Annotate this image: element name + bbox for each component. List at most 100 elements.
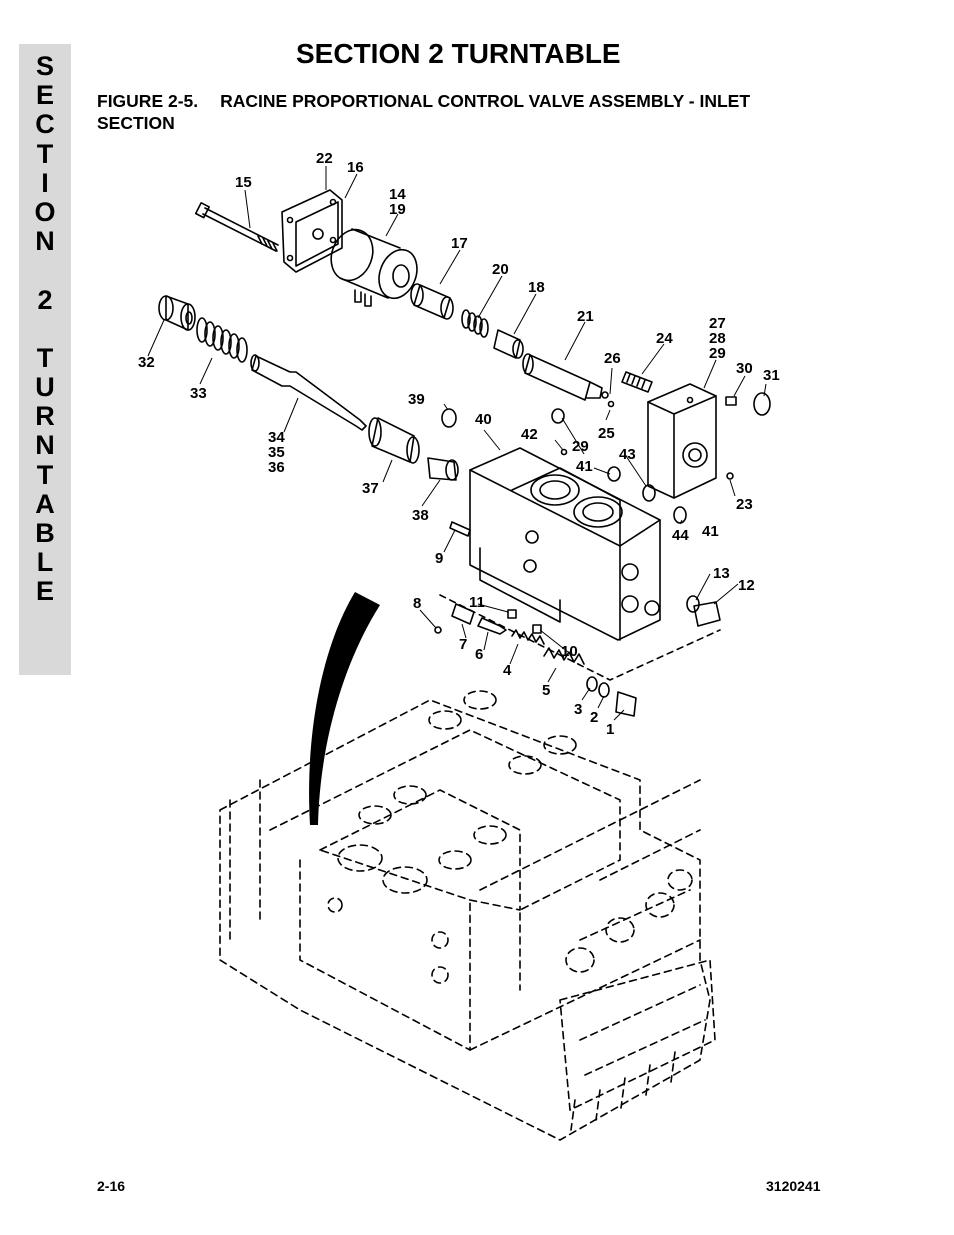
valve-stack-outline — [219, 690, 716, 1141]
side-tab-letter: N — [35, 430, 55, 461]
callout-label: 44 — [672, 527, 689, 544]
part-spring-4 — [511, 629, 545, 645]
detail-pointer-wedge — [309, 592, 380, 825]
callout-label: 35 — [268, 444, 285, 461]
side-tab-letter: A — [35, 488, 55, 519]
part-plug-12 — [693, 601, 721, 627]
callout-label: 4 — [503, 662, 512, 679]
callout-label: 25 — [598, 425, 615, 442]
callout-label: 15 — [235, 174, 252, 191]
callout-label: 20 — [492, 261, 509, 278]
callout-label: 17 — [451, 235, 468, 252]
callout-label: 27 — [709, 315, 726, 332]
side-tab-letter: O — [34, 196, 56, 227]
callout-label: 31 — [763, 367, 780, 384]
part-spring-20 — [461, 309, 489, 338]
part-ball-25 — [607, 400, 615, 408]
figure-caption: FIGURE 2-5.RACINE PROPORTIONAL CONTROL V… — [97, 90, 817, 134]
part-seat-10 — [532, 624, 542, 634]
callout-label: 9 — [435, 550, 443, 567]
callout-label: 19 — [389, 201, 406, 218]
callout-label: 41 — [576, 458, 593, 475]
callout-label: 12 — [738, 577, 755, 594]
part-oring-41 — [607, 466, 621, 482]
side-tab-letter: L — [36, 547, 54, 578]
document-number: 3120241 — [766, 1178, 821, 1194]
part-oring-39 — [441, 408, 457, 428]
callout-label: 38 — [412, 507, 429, 524]
side-tab-letter: C — [35, 109, 55, 140]
callout-label: 36 — [268, 459, 285, 476]
callout-label: 32 — [138, 354, 155, 371]
part-spring-33 — [196, 317, 248, 363]
part-plug-30 — [725, 396, 737, 406]
side-tab-letter: S — [35, 51, 54, 81]
part-plug-1 — [615, 691, 637, 717]
part-oring-13 — [686, 595, 700, 613]
callout-label: 23 — [736, 496, 753, 513]
part-inlet-body-40 — [469, 447, 661, 641]
page-title: SECTION 2 TURNTABLE — [296, 38, 621, 69]
callout-label: 37 — [362, 480, 379, 497]
part-oring-23 — [726, 472, 734, 480]
part-cap-32 — [158, 295, 196, 331]
part-washer-2 — [598, 682, 610, 698]
part-oring-3 — [586, 676, 598, 692]
part-nut-18 — [493, 329, 524, 359]
callout-label: 16 — [347, 159, 364, 176]
side-tab-letter: T — [36, 138, 54, 169]
page-number: 2-16 — [97, 1178, 126, 1194]
callout-label: 28 — [709, 330, 726, 347]
callout-label: 29 — [572, 438, 589, 455]
side-tab-letter: U — [35, 372, 55, 403]
part-sleeve-37 — [368, 417, 420, 464]
side-tab-letter: N — [35, 226, 55, 257]
callout-label: 18 — [528, 279, 545, 296]
side-tab-letter: B — [35, 518, 55, 548]
callout-label: 43 — [619, 446, 636, 463]
callout-label: 22 — [316, 150, 333, 167]
part-fitting-24 — [621, 371, 653, 393]
part-oring-31 — [753, 392, 771, 416]
part-seat-11 — [507, 609, 517, 619]
part-poppet-6 — [477, 617, 507, 635]
callout-label: 11 — [469, 594, 485, 611]
callout-label: 24 — [656, 330, 673, 347]
callout-label: 7 — [459, 636, 467, 653]
side-tab-letter: T — [36, 342, 54, 373]
callout-label: 21 — [577, 308, 594, 325]
callout-label: 13 — [713, 565, 730, 582]
part-sleeve-17 — [410, 283, 454, 320]
callout-label: 2 — [590, 709, 598, 726]
callout-label: 33 — [190, 385, 207, 402]
part-spring-5 — [543, 647, 585, 665]
part-end-cover-27 — [647, 383, 717, 499]
side-tab-letter: 2 — [37, 284, 53, 315]
callout-label: 10 — [561, 643, 578, 660]
part-plate-22 — [281, 189, 343, 273]
side-tab-letter: E — [35, 576, 54, 607]
callout-label: 42 — [521, 426, 538, 443]
side-tab-letter: I — [41, 167, 49, 198]
part-fitting-7 — [451, 603, 475, 625]
callout-label: 40 — [475, 411, 492, 428]
side-tab-letter: E — [35, 80, 54, 111]
callout-label: 34 — [268, 429, 285, 446]
part-coil-14 — [330, 228, 418, 307]
side-tab-letter: R — [35, 401, 55, 432]
part-plug-9 — [449, 521, 471, 537]
part-spool-21 — [522, 353, 609, 401]
callout-label: 30 — [736, 360, 753, 377]
callout-label: 39 — [408, 391, 425, 408]
callout-label: 29 — [709, 345, 726, 362]
callout-label: 1 — [606, 721, 614, 738]
part-ball-42 — [560, 448, 568, 456]
callout-label: 26 — [604, 350, 621, 367]
callout-label: 8 — [413, 595, 421, 612]
part-oring-8 — [434, 626, 442, 634]
callout-label: 14 — [389, 186, 406, 203]
